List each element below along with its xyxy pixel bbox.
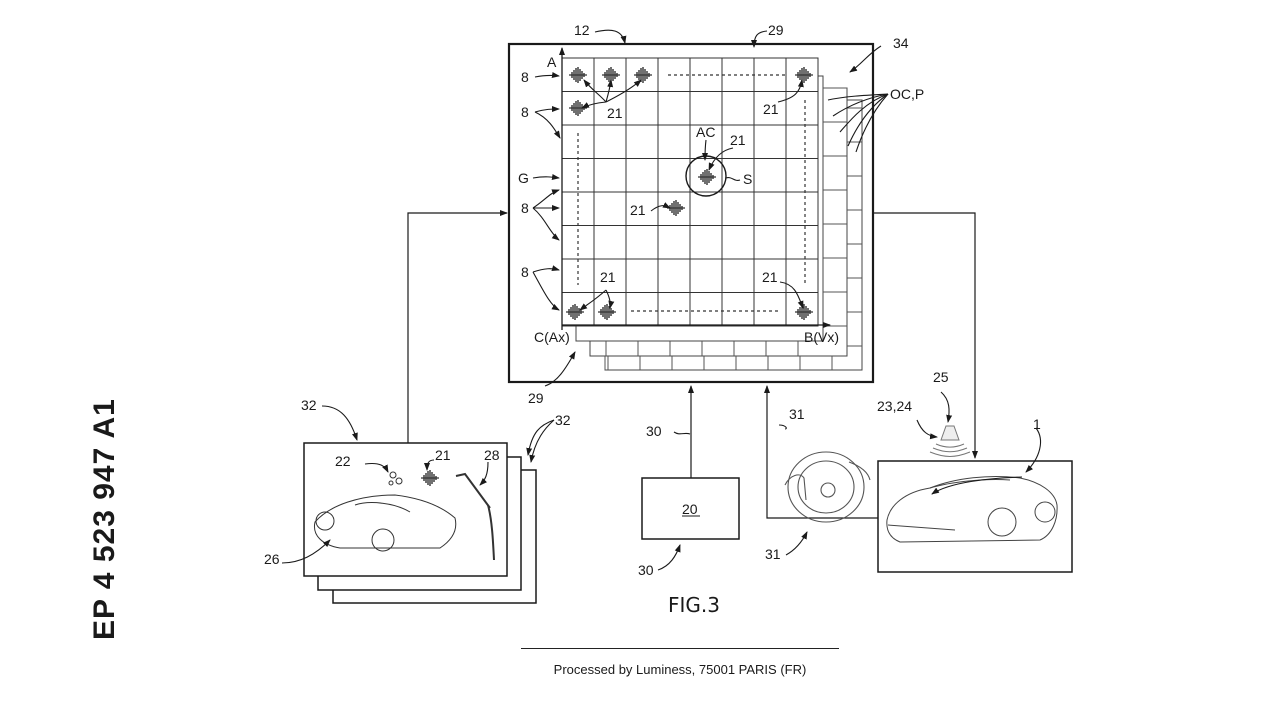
label-28: 28 (484, 447, 500, 463)
leader-lines (532, 29, 882, 387)
microphone-icon (455, 472, 491, 509)
label-30: 30 (646, 423, 662, 439)
label-29-bottom: 29 (528, 390, 544, 406)
footer-divider (521, 648, 839, 649)
label-8: 8 (521, 104, 529, 120)
label-34: 34 (893, 35, 909, 51)
label-32: 32 (555, 412, 571, 428)
label-21: 21 (600, 269, 616, 285)
label-31: 31 (789, 406, 805, 422)
label-32: 32 (301, 397, 317, 413)
label-1: 1 (1033, 416, 1041, 432)
vehicle-illustration (886, 476, 1058, 543)
label-21: 21 (630, 202, 646, 218)
gear-icon (389, 471, 397, 479)
label-21: 21 (762, 269, 778, 285)
leader-lines-plain (725, 93, 889, 181)
label-23-24: 23,24 (877, 398, 912, 414)
label-20: 20 (682, 501, 698, 517)
label-8: 8 (521, 200, 529, 216)
label-21: 21 (435, 447, 451, 463)
label-31: 31 (765, 546, 781, 562)
label-s: S (743, 171, 752, 187)
processing-unit-box (641, 477, 740, 540)
label-axis-a: A (547, 54, 557, 70)
label-8: 8 (521, 264, 529, 280)
label-corner-b: B(Vx) (804, 329, 839, 345)
label-25: 25 (933, 369, 949, 385)
vehicle-box (877, 460, 1073, 573)
reference-labels: 12 29 34 OC,P A 8 8 G 8 8 21 21 AC 21 S … (264, 22, 1041, 617)
label-ac: AC (696, 124, 715, 140)
speaker-icon (929, 425, 971, 457)
footer-text: Processed by Luminess, 75001 PARIS (FR) (553, 662, 807, 677)
lower-leader-lines (281, 391, 1042, 571)
steering-wheel-illustration (784, 451, 871, 523)
label-29-top: 29 (768, 22, 784, 38)
connection-lines (407, 210, 978, 519)
continuation-dots (577, 74, 806, 312)
label-30: 30 (638, 562, 654, 578)
label-8: 8 (521, 69, 529, 85)
label-21: 21 (607, 105, 623, 121)
figure-title: FIG.3 (668, 593, 720, 617)
label-26: 26 (264, 551, 280, 567)
label-corner-c: C(Ax) (534, 329, 570, 345)
layer-brick-pattern (604, 87, 862, 370)
label-21: 21 (763, 101, 779, 117)
label-21: 21 (730, 132, 746, 148)
display-screens-32 (303, 442, 537, 604)
label-oc-p: OC,P (890, 86, 924, 102)
label-22: 22 (335, 453, 351, 469)
label-g: G (518, 170, 529, 186)
grid-matrix (561, 57, 819, 327)
label-12: 12 (574, 22, 590, 38)
